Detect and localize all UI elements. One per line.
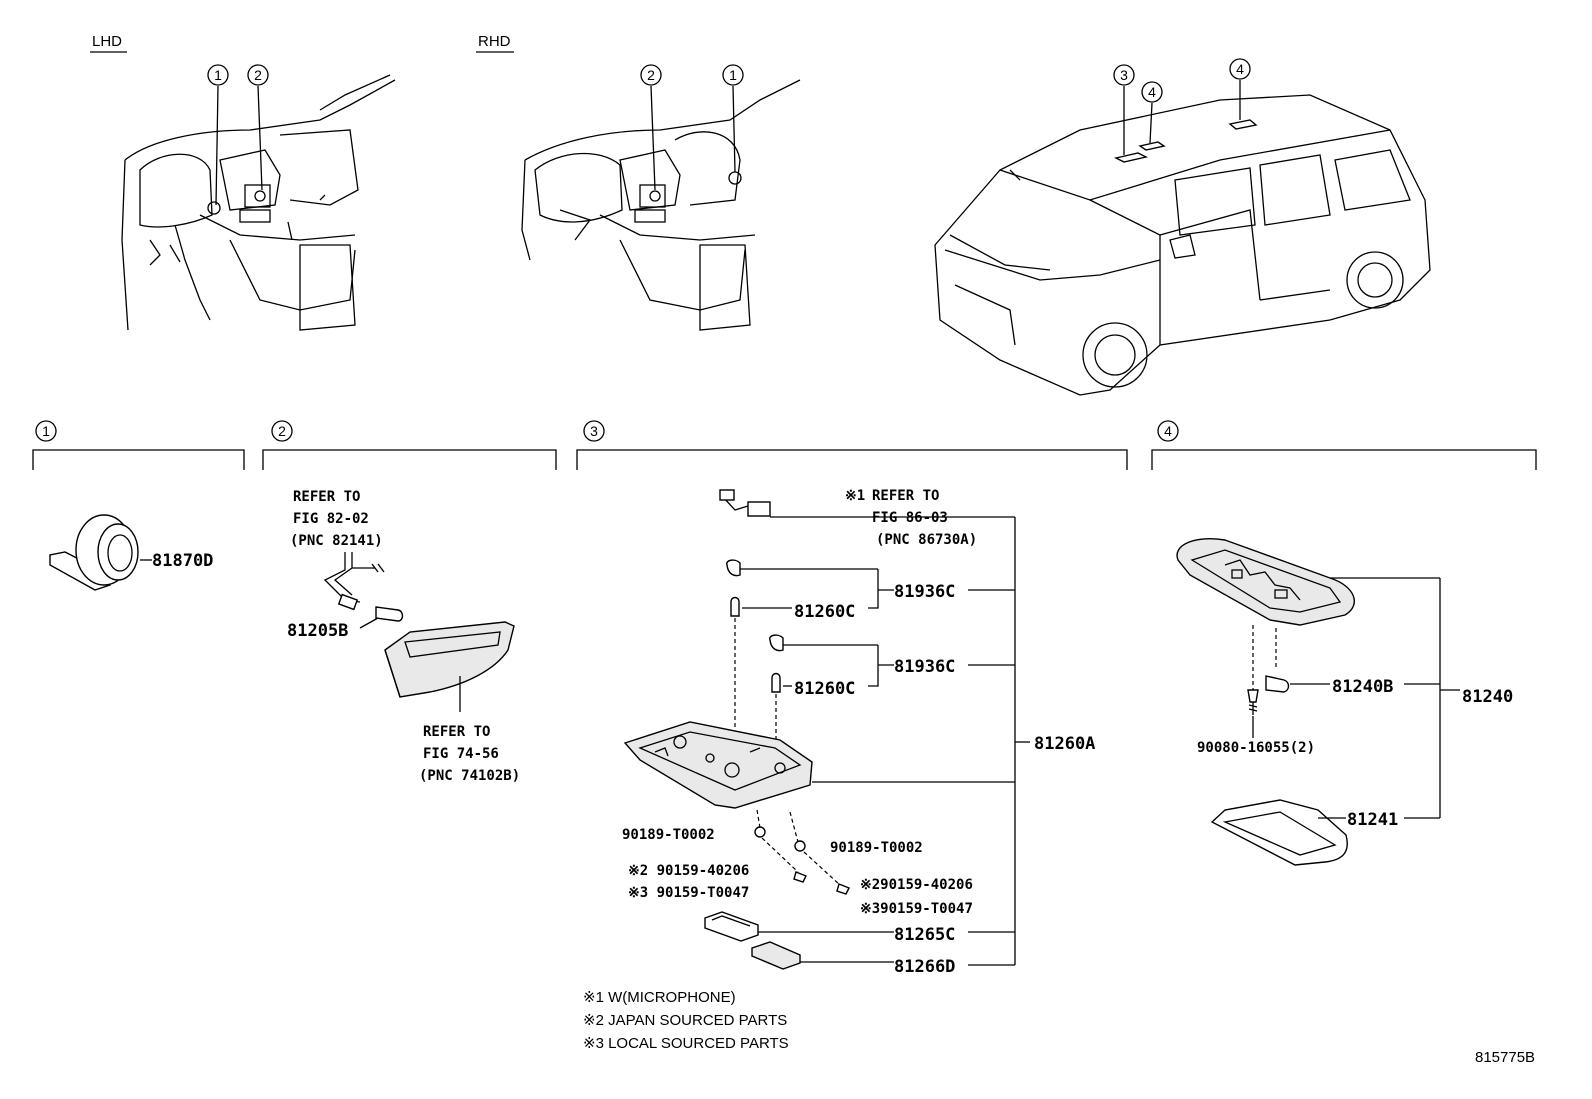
room-lamp-housing-illustration xyxy=(623,721,1015,809)
svg-text:(PNC 74102B): (PNC 74102B) xyxy=(419,768,520,784)
lens-81241-illustration xyxy=(1210,799,1348,866)
lhd-dashboard-illustration xyxy=(121,74,396,331)
section-3: ※1 REFER TO FIG 86-03 (PNC 86730A) 81260… xyxy=(622,488,1095,977)
svg-text:REFER TO: REFER TO xyxy=(872,488,939,504)
svg-text:1: 1 xyxy=(214,67,222,83)
svg-text:REFER TO: REFER TO xyxy=(423,724,490,740)
section-4-header: 4 xyxy=(1151,420,1537,470)
part-screw-left-japan: ※2 90159-40206 xyxy=(628,863,749,879)
screw-right-illustration xyxy=(836,883,850,895)
vehicle-view: 3 4 4 xyxy=(934,58,1431,396)
note-2: ※2 JAPAN SOURCED PARTS xyxy=(583,1012,787,1029)
rhd-callout-2: 2 xyxy=(640,64,662,86)
vehicle-callout-4a: 4 xyxy=(1141,81,1163,103)
part-81260c-b: 81260C xyxy=(794,679,855,699)
vehicle-lamp-markers xyxy=(1113,119,1258,163)
note-1: ※1 W(MICROPHONE) xyxy=(583,989,736,1006)
lens-81936c-b-illustration xyxy=(769,634,878,652)
part-90189-t0002-right: 90189-T0002 xyxy=(830,840,923,856)
rhd-leaders xyxy=(650,85,736,191)
svg-text:3: 3 xyxy=(590,423,598,439)
lhd-label: LHD xyxy=(92,33,122,50)
lhd-callout-1: 1 xyxy=(207,64,229,86)
svg-text:2: 2 xyxy=(647,67,655,83)
lhd-callout-2: 2 xyxy=(247,64,269,86)
lens-81266d-illustration xyxy=(751,941,894,970)
section-4: 81240B 90080-16055(2) 81241 81240 xyxy=(1176,538,1513,866)
svg-text:※1: ※1 xyxy=(845,488,865,504)
svg-text:FIG 82-02: FIG 82-02 xyxy=(293,511,369,527)
part-81870d: 81870D xyxy=(152,551,213,571)
bulb-81260c-a-illustration xyxy=(730,596,792,730)
part-screw-right-japan: ※290159-40206 xyxy=(860,877,973,893)
rhd-label: RHD xyxy=(478,33,511,50)
clip-left-illustration xyxy=(754,809,799,873)
part-81205b: 81205B xyxy=(287,621,348,641)
part-90189-t0002-left: 90189-T0002 xyxy=(622,827,715,843)
part-81260c-a: 81260C xyxy=(794,602,855,622)
lhd-view: LHD 1 2 xyxy=(90,33,396,331)
vehicle-leaders xyxy=(1123,80,1241,155)
section-1-header: 1 xyxy=(32,420,245,470)
svg-text:REFER TO: REFER TO xyxy=(293,489,360,505)
svg-text:3: 3 xyxy=(1120,67,1128,83)
bulb-81260c-b-illustration xyxy=(771,672,792,752)
dome-lamp-housing-illustration xyxy=(1176,538,1440,692)
svg-text:FIG 86-03: FIG 86-03 xyxy=(872,510,948,526)
figure-id: 815775B xyxy=(1475,1049,1535,1066)
screw-90080-illustration xyxy=(1247,689,1259,738)
refer-fig-86-03: ※1 REFER TO FIG 86-03 (PNC 86730A) xyxy=(845,488,977,548)
part-81265c: 81265C xyxy=(894,925,955,945)
part-81241: 81241 xyxy=(1347,810,1398,830)
minivan-illustration xyxy=(934,94,1431,396)
svg-text:1: 1 xyxy=(42,423,50,439)
part-81260a: 81260A xyxy=(1034,734,1095,754)
lens-81936c-a-illustration xyxy=(726,559,878,577)
rhd-view: RHD 2 1 xyxy=(476,33,801,331)
vehicle-callout-3: 3 xyxy=(1113,64,1135,86)
part-90080-16055: 90080-16055(2) xyxy=(1197,740,1315,756)
refer-fig-82-02: REFER TO FIG 82-02 (PNC 82141) xyxy=(290,489,383,549)
bulb-socket-illustration xyxy=(323,552,404,629)
refer-fig-74-56: REFER TO FIG 74-56 (PNC 74102B) xyxy=(419,724,520,784)
section-2: REFER TO FIG 82-02 (PNC 82141) 81205B RE… xyxy=(287,489,520,784)
section-1: 81870D xyxy=(49,514,213,591)
screw-left-illustration xyxy=(793,871,807,883)
bulb-81240b-illustration xyxy=(1265,675,1330,693)
svg-text:(PNC 82141): (PNC 82141) xyxy=(290,533,383,549)
svg-text:4: 4 xyxy=(1164,423,1172,439)
part-81240: 81240 xyxy=(1462,687,1513,707)
section-headers: 1 2 3 4 xyxy=(32,420,1537,470)
clip-right-illustration xyxy=(789,811,841,886)
section-3-header: 3 xyxy=(576,420,1128,470)
vehicle-callout-4b: 4 xyxy=(1229,58,1251,80)
svg-text:2: 2 xyxy=(254,67,262,83)
part-screw-right-local: ※390159-T0047 xyxy=(860,901,973,917)
svg-text:4: 4 xyxy=(1236,61,1244,77)
rhd-dashboard-illustration xyxy=(521,79,801,331)
svg-text:4: 4 xyxy=(1148,84,1156,100)
part-81936c-a: 81936C xyxy=(894,582,955,602)
lhd-leaders xyxy=(215,85,263,206)
part-screw-left-local: ※3 90159-T0047 xyxy=(628,885,749,901)
glove-box-lamp-housing xyxy=(384,621,515,712)
svg-text:(PNC 86730A): (PNC 86730A) xyxy=(876,532,977,548)
rhd-callout-1: 1 xyxy=(722,64,744,86)
svg-text:FIG 74-56: FIG 74-56 xyxy=(423,746,499,762)
section-2-header: 2 xyxy=(262,420,557,470)
svg-text:1: 1 xyxy=(729,67,737,83)
part-81240b: 81240B xyxy=(1332,677,1393,697)
note-3: ※3 LOCAL SOURCED PARTS xyxy=(583,1035,789,1052)
microphone-harness-illustration xyxy=(719,489,1015,518)
part-81266d: 81266D xyxy=(894,957,955,977)
part-81870d-illustration xyxy=(49,514,152,591)
svg-text:2: 2 xyxy=(278,423,286,439)
lens-81265c-illustration xyxy=(704,911,894,942)
footnotes: ※1 W(MICROPHONE) ※2 JAPAN SOURCED PARTS … xyxy=(583,989,789,1052)
part-81936c-b: 81936C xyxy=(894,657,955,677)
